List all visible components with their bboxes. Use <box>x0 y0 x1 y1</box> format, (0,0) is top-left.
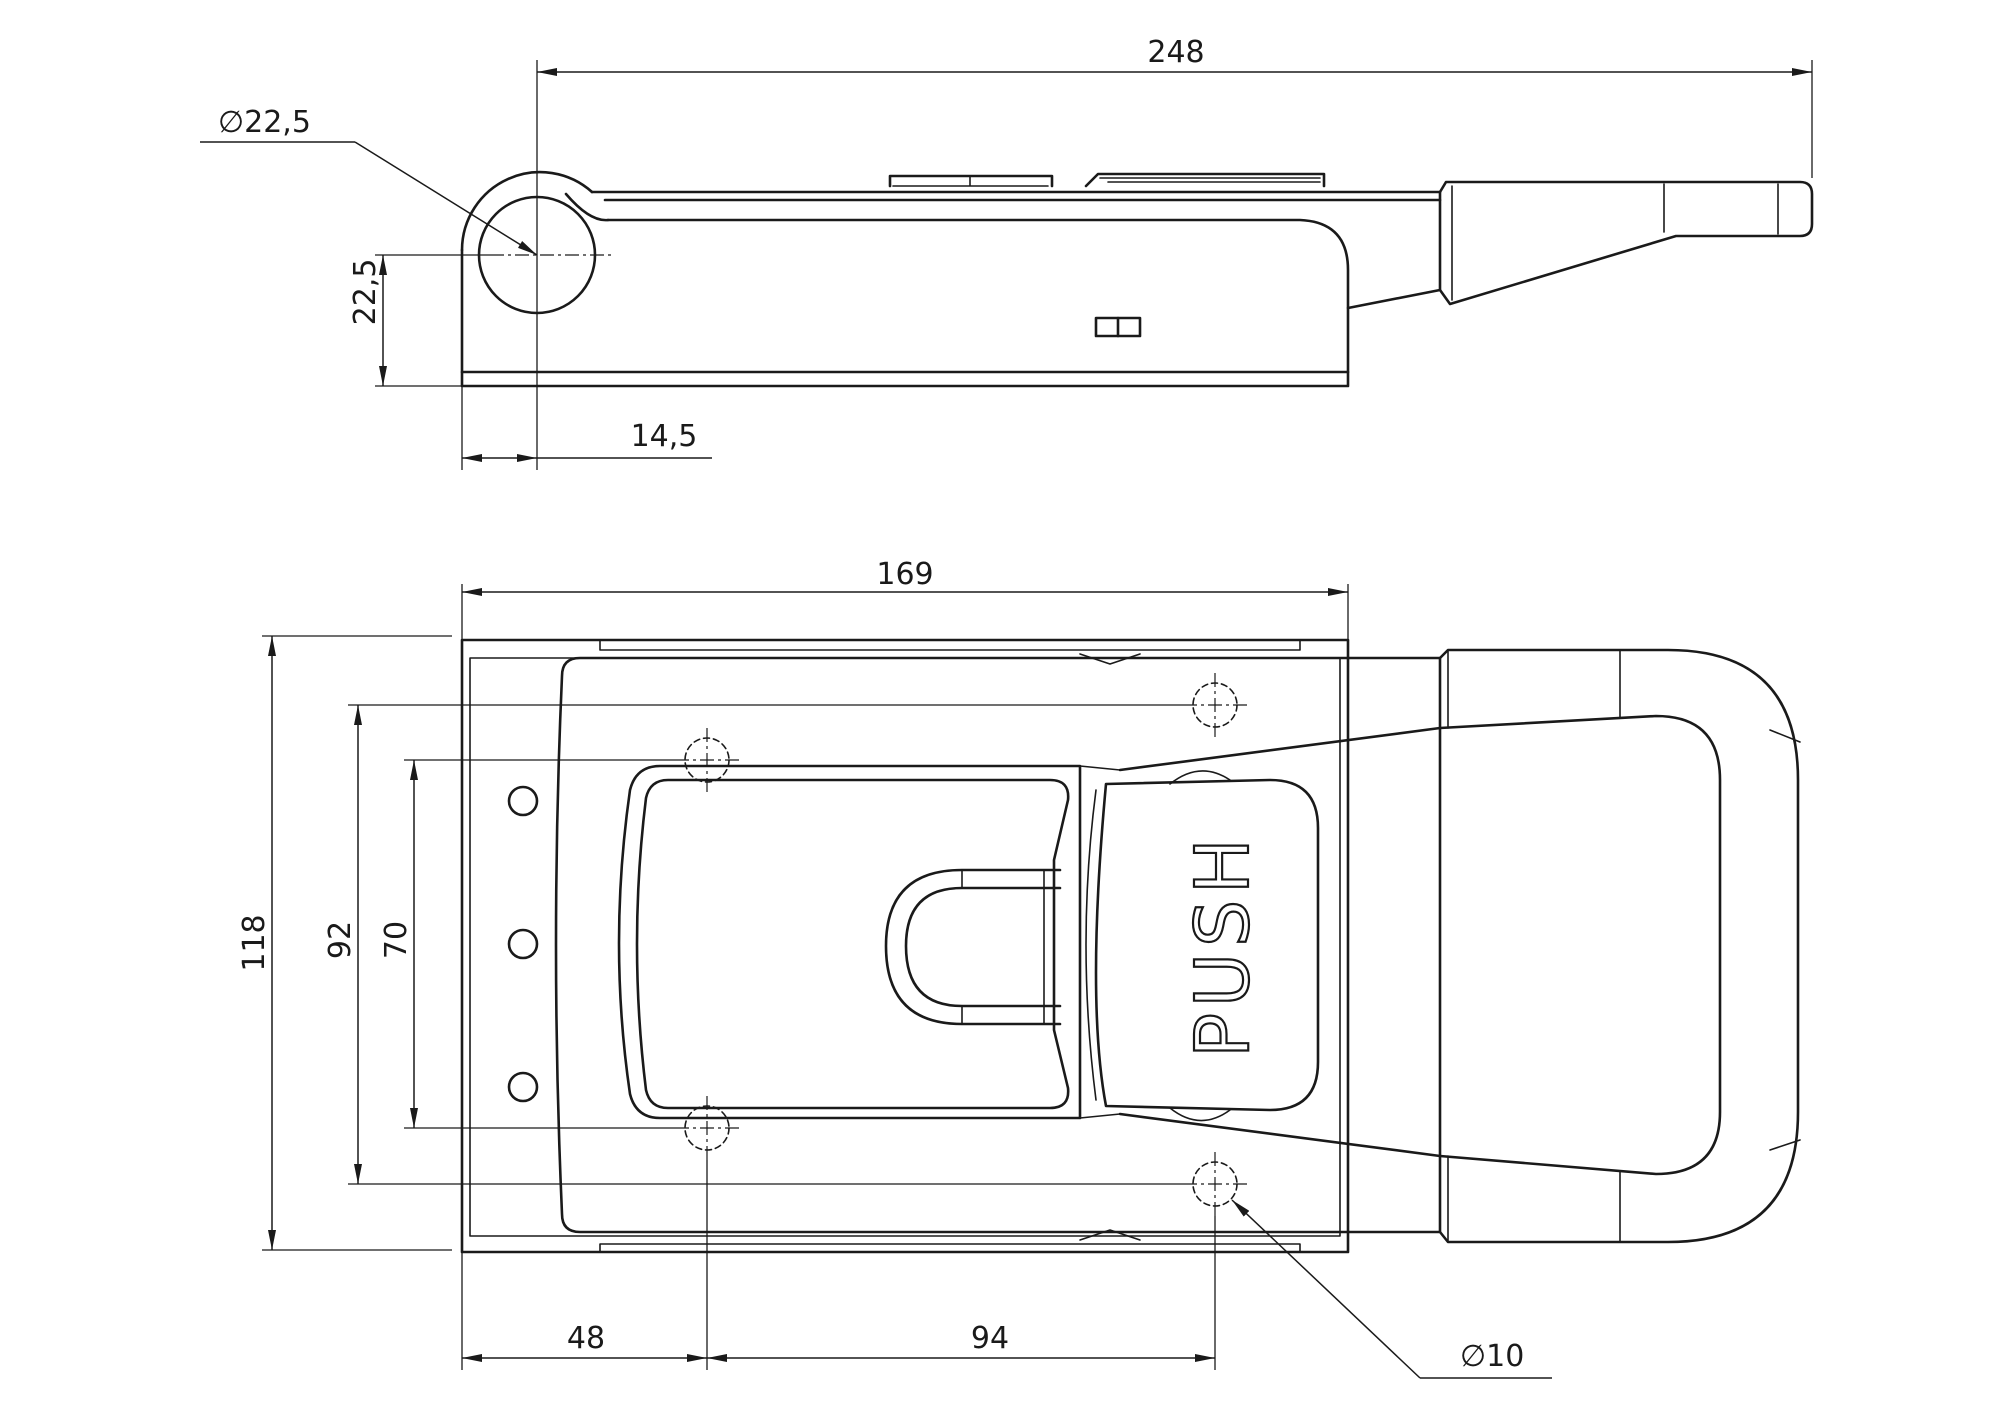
dim-hole-diameter: ∅10 <box>1460 1339 1524 1374</box>
push-button: PUSH <box>1085 770 1320 1122</box>
dim-overall-width: 118 <box>237 914 272 971</box>
top-cover <box>617 764 1121 1120</box>
dim-hole-spacing-inner: 70 <box>379 921 414 959</box>
side-handle <box>1438 180 1814 306</box>
mounting-hole <box>507 928 539 960</box>
side-slot <box>1094 316 1142 338</box>
top-u-loop <box>884 868 1062 1026</box>
top-handle <box>1438 648 1801 1244</box>
side-view <box>460 170 1814 388</box>
dim-hole-to-hole: 94 <box>971 1321 1009 1356</box>
push-label: PUSH <box>1180 832 1266 1057</box>
dim-base-length: 169 <box>876 557 933 592</box>
mounting-hole <box>507 1071 539 1103</box>
dim-pivot-offset: 14,5 <box>631 419 698 454</box>
side-base-plate <box>460 248 1350 388</box>
side-top-plates <box>888 172 1326 188</box>
hole-center-mark <box>675 1096 739 1160</box>
dim-edge-to-hole: 48 <box>567 1321 605 1356</box>
dim-pivot-height: 22,5 <box>348 259 383 326</box>
hole-centers <box>675 673 1247 1216</box>
dim-pivot-diameter: ∅22,5 <box>218 105 311 140</box>
dim-overall-length: 248 <box>1147 35 1204 70</box>
mounting-hole <box>507 785 539 817</box>
side-body <box>564 190 1442 374</box>
hole-center-mark <box>675 728 739 792</box>
top-body <box>554 656 1442 1234</box>
side-dimensions: 248 ∅22,5 22,5 14,5 <box>200 35 1813 470</box>
mounting-holes <box>507 785 539 1103</box>
hole-center-mark <box>1183 673 1247 737</box>
dim-hole-spacing-outer: 92 <box>323 921 358 959</box>
hole-center-mark <box>1183 1152 1247 1216</box>
top-view: PUSH <box>460 638 1801 1254</box>
top-dimensions: 169 118 92 70 48 94 ∅10 <box>237 557 1552 1379</box>
top-base-plate <box>460 638 1350 1254</box>
